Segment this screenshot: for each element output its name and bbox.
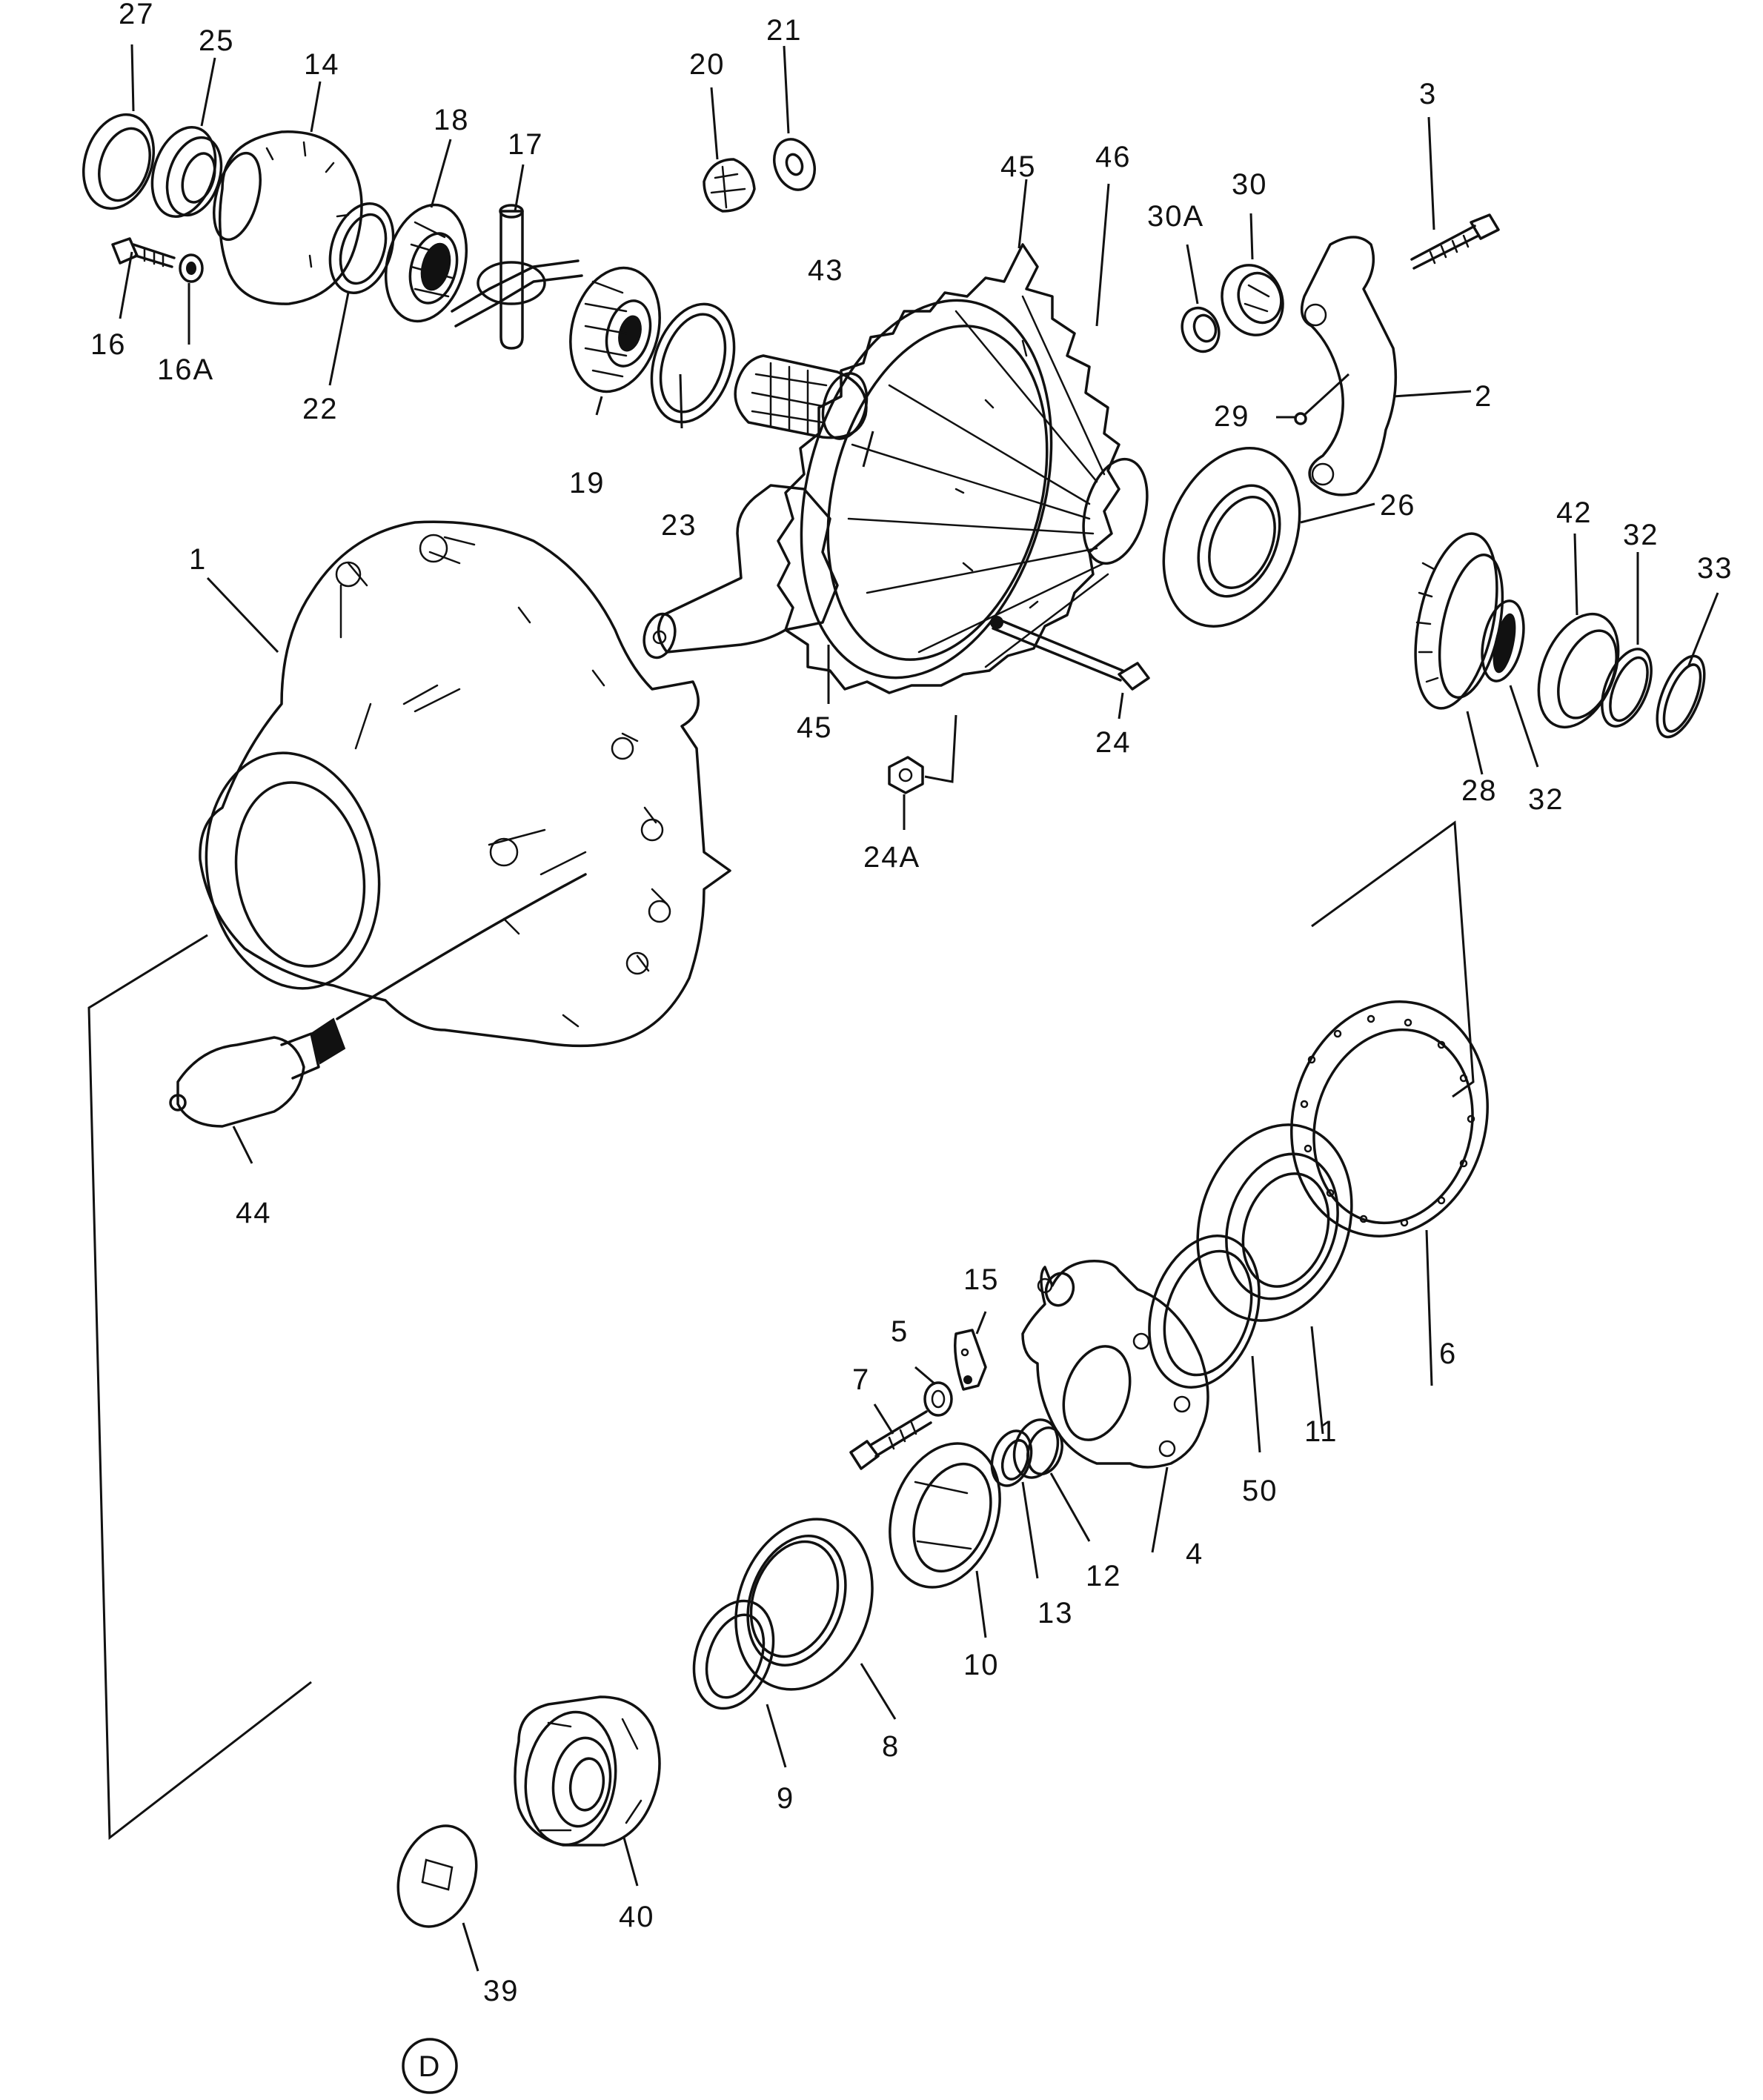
callout-28: 28 (1461, 774, 1498, 807)
callout-44: 44 (236, 1197, 272, 1229)
callout-40: 40 (619, 1901, 655, 1933)
callout-45-top: 45 (1000, 150, 1037, 183)
callout-20: 20 (689, 48, 726, 81)
callout-7: 7 (852, 1363, 870, 1396)
part-22-thrust-washer (328, 202, 395, 294)
callout-11: 11 (1304, 1415, 1338, 1448)
part-32-shim (1601, 648, 1653, 728)
callout-15: 15 (963, 1263, 1000, 1296)
callout-25: 25 (199, 24, 235, 57)
part-12-spacer (1012, 1418, 1063, 1479)
part-33-snap-ring (1656, 654, 1706, 739)
part-9-shim (692, 1599, 775, 1710)
part-45-ring-gear (777, 243, 1149, 694)
part-50-shim (1148, 1235, 1261, 1389)
part-17-spider (451, 204, 583, 350)
section-marker-label: D (419, 2050, 442, 2083)
part-40-flange (514, 1695, 661, 1847)
part-5-washer (923, 1381, 953, 1417)
part-24-bolt (990, 616, 1150, 691)
callout-39: 39 (483, 1975, 519, 2007)
callout-19: 19 (569, 467, 605, 499)
part-6-gasket (1290, 1000, 1489, 1237)
callout-24A: 24A (863, 841, 920, 874)
callout-27: 27 (119, 0, 155, 30)
part-21-washer (773, 138, 816, 191)
part-15-lock-plate (954, 1329, 987, 1391)
part-43-pinion-shaft (734, 354, 869, 440)
callout-2: 2 (1475, 380, 1493, 413)
part-8-seal (734, 1518, 874, 1691)
part-drive-pinion (643, 484, 839, 659)
callout-17: 17 (508, 128, 544, 161)
part-30-bearing (1221, 264, 1284, 336)
callout-6: 6 (1439, 1338, 1457, 1370)
callout-46: 46 (1095, 141, 1132, 173)
leader-lines (119, 44, 1719, 1972)
callout-26: 26 (1380, 489, 1416, 522)
part-27-ring (82, 113, 156, 210)
part-18-side-gear (384, 203, 468, 323)
part-23-thrust-washer (650, 302, 736, 424)
part-42-bearing-cup (1537, 612, 1620, 729)
callout-12: 12 (1086, 1560, 1122, 1592)
part-25-bearing (150, 126, 223, 218)
callout-32-left: 32 (1528, 783, 1564, 816)
part-28-adjusting-nut (1414, 532, 1504, 710)
section-marker-d: D (402, 2038, 458, 2094)
part-1-axle-housing (199, 520, 731, 1048)
callout-32-right: 32 (1623, 519, 1659, 551)
part-11-bearing (1196, 1123, 1353, 1322)
callout-30: 30 (1232, 168, 1268, 201)
callout-1: 1 (189, 543, 207, 576)
assembly-bracket-lines (87, 820, 1475, 1840)
callout-45-bottom: 45 (797, 711, 833, 744)
part-19-side-gear (569, 266, 661, 393)
callout-24: 24 (1095, 726, 1132, 759)
callout-13: 13 (1037, 1597, 1074, 1629)
callout-9: 9 (777, 1782, 794, 1815)
callout-8: 8 (882, 1730, 900, 1763)
part-14-differential-case (213, 130, 363, 305)
callout-21: 21 (766, 14, 803, 47)
callout-3: 3 (1419, 78, 1437, 110)
callout-29: 29 (1214, 400, 1250, 433)
callout-5: 5 (891, 1315, 909, 1348)
part-16-bolt (111, 237, 176, 268)
part-32-spacer (1481, 599, 1525, 682)
callout-23: 23 (661, 509, 697, 542)
callout-16: 16 (90, 328, 127, 361)
callout-50: 50 (1242, 1475, 1278, 1507)
part-44-breather (169, 873, 587, 1128)
callout-22: 22 (302, 393, 339, 425)
part-10-bearing (889, 1442, 1001, 1589)
callout-10: 10 (963, 1649, 1000, 1681)
part-3-bolt (1410, 213, 1500, 270)
part-16A-washer (179, 253, 204, 283)
part-39-washer (396, 1824, 478, 1928)
callout-33: 33 (1697, 552, 1733, 585)
part-30A-cone (1181, 306, 1221, 353)
part-2-bearing-cap (1300, 236, 1398, 496)
callout-14: 14 (304, 48, 340, 81)
part-29-pin (1294, 373, 1350, 425)
callout-18: 18 (434, 104, 470, 136)
callout-43: 43 (808, 254, 844, 287)
part-26-bearing (1162, 447, 1301, 628)
part-4-carrier (1021, 1260, 1209, 1469)
part-7-bolt (849, 1410, 932, 1470)
callout-30A: 30A (1147, 200, 1204, 233)
callout-labels: 27 25 14 18 17 20 21 45 46 30A 30 3 29 2… (90, 0, 1733, 2007)
part-20-pinion-gear (703, 158, 756, 213)
callout-4: 4 (1186, 1538, 1203, 1570)
callout-16A: 16A (157, 353, 214, 386)
callout-42: 42 (1556, 496, 1593, 529)
part-13-snap-ring (990, 1429, 1033, 1487)
part-24A-nut (888, 756, 924, 794)
